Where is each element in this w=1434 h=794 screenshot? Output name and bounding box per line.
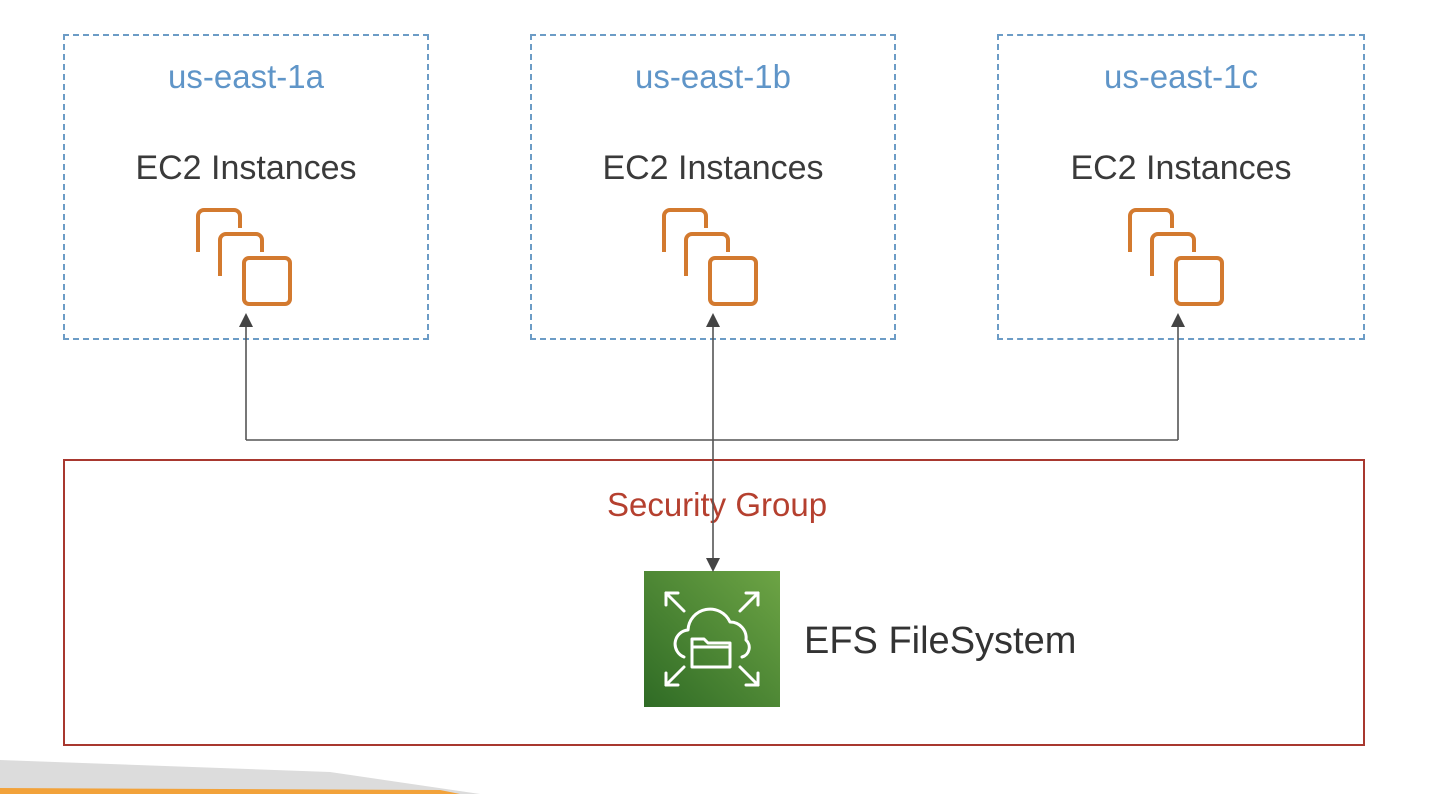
zone-label: us-east-1a — [168, 58, 324, 95]
ec2-instances-label: EC2 Instances — [602, 149, 824, 187]
efs-filesystem-icon — [644, 571, 780, 707]
ec2-instances-icon — [662, 208, 758, 306]
security-group-box — [63, 459, 1365, 746]
ec2-instances-icon — [196, 208, 292, 306]
arrowhead-up — [1171, 313, 1185, 327]
security-group-label: Security Group — [606, 486, 828, 523]
efs-filesystem-label: EFS FileSystem — [804, 620, 1077, 662]
zone-label: us-east-1b — [635, 58, 791, 95]
arrowhead-up — [239, 313, 253, 327]
zone-label: us-east-1c — [1103, 58, 1259, 95]
ec2-instances-icon — [1128, 208, 1224, 306]
availability-zone-box — [997, 34, 1365, 340]
arrowhead-down — [706, 558, 720, 572]
arrowhead-up — [706, 313, 720, 327]
ec2-instances-label: EC2 Instances — [135, 149, 357, 187]
ec2-instances-label: EC2 Instances — [1070, 149, 1292, 187]
